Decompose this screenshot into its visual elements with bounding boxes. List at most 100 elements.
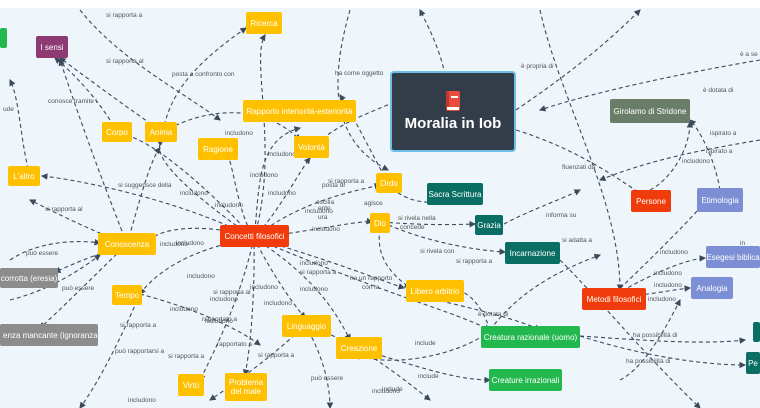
edge [253, 217, 374, 239]
node-dio[interactable]: Dio [370, 213, 390, 233]
edge [381, 220, 477, 228]
node-incarnazione[interactable]: Incarnazione [505, 242, 560, 264]
node-ordo[interactable]: Ordo [376, 173, 402, 193]
edge [381, 221, 507, 255]
node-problema[interactable]: Problema del male [225, 373, 267, 401]
node-mancante[interactable]: enza mancante (ignoranza) [0, 324, 98, 346]
edge-label: posta a confronto con [172, 71, 235, 78]
node-tempo[interactable]: Tempo [112, 285, 142, 305]
edge-label: è dotata di [478, 311, 509, 318]
edge-label: includono [225, 130, 253, 137]
edge [58, 58, 128, 245]
edge-label: si rapporta a [168, 353, 205, 360]
top-strip [0, 0, 760, 8]
edge-label: ente [318, 205, 331, 212]
edge-label: includono [268, 190, 296, 197]
node-linguaggio[interactable]: Linguaggio [282, 315, 331, 337]
node-altro[interactable]: L'altro [8, 166, 40, 186]
node-volonta[interactable]: Volontà [294, 136, 329, 158]
edge-label: includono [176, 240, 204, 247]
node-grazia[interactable]: Grazia [475, 215, 503, 235]
edge-label: si rapporta a [328, 178, 365, 185]
edge-label: si rapporta al [106, 58, 144, 65]
node-irrazionali[interactable]: Creature irrazionali [489, 369, 562, 391]
edge-label: ha come oggetto [335, 70, 384, 77]
node-sensi[interactable]: I sensi [36, 36, 68, 58]
edge [253, 34, 266, 239]
node-corpo[interactable]: Corpo [102, 122, 132, 142]
node-ragione[interactable]: Ragione [198, 138, 238, 160]
edge [126, 147, 161, 245]
edge [79, 293, 141, 408]
edge [242, 237, 255, 377]
edge-label: si rapporta a [106, 12, 143, 19]
edge-label: può essere [26, 250, 59, 257]
node-conoscenza[interactable]: Conoscenza [98, 233, 156, 255]
edge-label: con la [362, 284, 380, 291]
edge-label: è a se [740, 51, 758, 58]
node-sacra[interactable]: Sacra Scrittura [427, 183, 483, 205]
edge-label: includono [305, 208, 333, 215]
edge-label: si suggerisce della [118, 182, 172, 189]
edge-label: può rapportarsi a [115, 348, 165, 355]
edge [515, 129, 651, 201]
edge [209, 324, 306, 401]
edge-label: ude [3, 106, 14, 113]
edge [253, 237, 351, 341]
edge-label: includono [268, 151, 296, 158]
central-node[interactable]: Moralia in Iob [390, 71, 516, 152]
node-partial[interactable] [753, 322, 760, 342]
edge-label: concede [400, 224, 425, 231]
edge-label: si adatta a [562, 237, 592, 244]
edge-label: si rapporta a [258, 352, 295, 359]
edge-label: informa su [546, 212, 577, 219]
node-corrotta[interactable]: corrotta (eresia) [0, 268, 58, 288]
edge-label: includono [648, 296, 676, 303]
node-rapporto[interactable]: Rapporto interiorità-esteriorità [243, 100, 356, 122]
node-persone[interactable]: Persone [631, 190, 671, 212]
node-creatura[interactable]: Creatura razionale (uomo) [481, 326, 580, 348]
node-metodi[interactable]: Metodi filosofici [582, 288, 646, 310]
edge-label: si rapporta a [300, 269, 337, 276]
edge-label: includono [300, 260, 328, 267]
node-concetti[interactable]: Concetti filosofici [220, 225, 289, 247]
edge-label: includono [372, 388, 400, 395]
edge-label: può essere [62, 285, 95, 292]
edge [253, 126, 302, 239]
edge [689, 119, 721, 191]
edge-label: includono [654, 270, 682, 277]
edge [559, 259, 701, 408]
edge-label: può essere [311, 375, 344, 382]
edge-label: si rapporta al [213, 289, 251, 296]
node-etimologia[interactable]: Etimologia [697, 188, 743, 212]
book-icon [446, 91, 460, 111]
node-partial[interactable] [0, 28, 7, 48]
node-esegesi[interactable]: Esegesi biblica [706, 246, 760, 268]
node-creazione[interactable]: Creazione [336, 337, 382, 359]
edge [598, 139, 760, 182]
node-ricerca[interactable]: Ricerca [246, 12, 282, 34]
edge-label: ha un rapporto [350, 275, 393, 282]
edge-label: includono [205, 318, 233, 325]
edge-label: rapportato a [202, 316, 238, 323]
edge-label: include [382, 386, 403, 393]
node-libero[interactable]: Libero arbitrio [406, 280, 464, 302]
edge [123, 132, 255, 239]
edge-label: includono [170, 306, 198, 313]
node-analogia[interactable]: Analogia [691, 277, 733, 299]
edge-label: ha possibilità di [626, 358, 671, 365]
edge-label: includono [312, 226, 340, 233]
node-virtu[interactable]: Virtù [178, 374, 204, 396]
edge [337, 9, 389, 171]
edge-label: ispirato a [710, 130, 737, 137]
edge [9, 79, 31, 177]
edge [9, 238, 102, 261]
edge-label: includono [264, 300, 292, 307]
edge [199, 237, 255, 381]
node-anima[interactable]: Anima [145, 122, 177, 142]
node-girolamo[interactable]: Girolamo di Stridone [610, 99, 690, 123]
node-partial[interactable]: Pe [746, 352, 760, 374]
edge-label: includono [187, 273, 215, 280]
edge [649, 120, 694, 191]
